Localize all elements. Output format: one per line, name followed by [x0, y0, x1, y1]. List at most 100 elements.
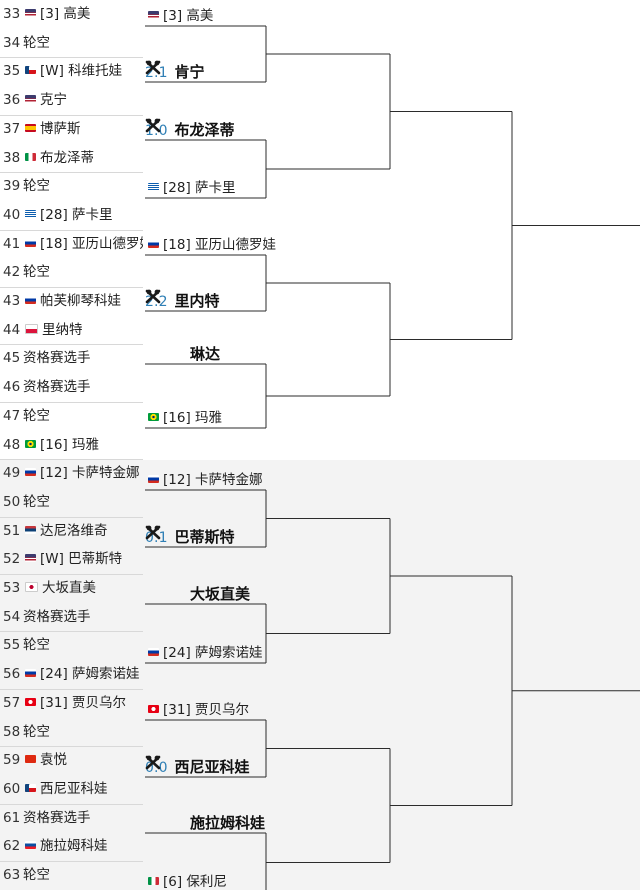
crossed-rackets-icon [145, 60, 161, 75]
round1-entry[interactable]: 48[16] 玛雅 [0, 431, 143, 459]
draw-position: 57 [3, 694, 21, 711]
player-name: 轮空 [23, 723, 50, 740]
round1-entry[interactable]: 62 施拉姆科娃 [0, 832, 143, 860]
round2-entry[interactable]: [12] 卡萨特金娜 [146, 467, 263, 493]
draw-position: 55 [3, 637, 21, 654]
flag-ru-icon [25, 296, 36, 304]
round1-entry[interactable]: 57 [31] 贾贝乌尔 [0, 689, 143, 717]
match-divider [0, 229, 143, 231]
match-divider [0, 401, 143, 403]
round1-entry[interactable]: 44 里纳特 [0, 316, 143, 344]
winner-name: 布龙泽蒂 [174, 121, 235, 139]
round2-entry[interactable]: [31] 贾贝乌尔 [146, 697, 249, 723]
flag-br-icon [25, 439, 36, 448]
player-name: [3] 高美 [163, 8, 214, 24]
draw-position: 42 [3, 264, 21, 281]
player-name: [24] 萨姆索诺娃 [40, 666, 140, 683]
winner-name: 巴蒂斯特 [174, 528, 235, 546]
draw-position: 37 [3, 120, 21, 137]
round2-entry[interactable]: [6] 保利尼 [146, 869, 227, 895]
draw-position: 49 [3, 465, 21, 482]
draw-position: 54 [3, 608, 21, 625]
player-name: 博萨斯 [40, 120, 81, 137]
draw-position: 44 [3, 321, 21, 338]
round1-entry[interactable]: 33[3] 高美 [0, 0, 143, 28]
draw-position: 56 [3, 666, 21, 683]
winner-name: 琳达 [190, 345, 221, 363]
match-result[interactable]: 施拉姆科娃 [190, 810, 265, 836]
draw-position: 50 [3, 493, 21, 510]
flag-gr-icon [148, 183, 159, 191]
player-name: 轮空 [23, 493, 50, 510]
player-name: 资格赛选手 [23, 809, 91, 826]
match-result[interactable]: 琳达 [190, 341, 220, 367]
flag-us-icon [25, 554, 36, 563]
player-name: [16] 玛雅 [40, 436, 100, 453]
player-name: 资格赛选手 [23, 608, 91, 625]
match-divider [0, 459, 143, 461]
round1-entry[interactable]: 41[18] 亚历山德罗娃 [0, 230, 143, 258]
round1-entry[interactable]: 35[W] 科维托娃 [0, 57, 143, 85]
round1-entry[interactable]: 40[28] 萨卡里 [0, 201, 143, 229]
player-name: [6] 保利尼 [163, 874, 227, 890]
player-name: 轮空 [23, 407, 50, 424]
flag-tn-icon [25, 697, 36, 706]
flag-ru-icon [148, 475, 159, 483]
round2-entry[interactable]: [16] 玛雅 [146, 405, 222, 431]
bottom-half-background [0, 460, 640, 890]
match-divider [0, 574, 143, 575]
player-name: [3] 高美 [40, 6, 91, 22]
round1-entry[interactable]: 56 [24] 萨姆索诺娃 [0, 660, 143, 688]
flag-jp-icon [25, 582, 38, 592]
crossed-rackets-icon [145, 118, 161, 133]
player-name: 里纳特 [42, 321, 83, 338]
draw-position: 36 [3, 92, 21, 109]
match-divider [0, 746, 143, 748]
round1-entry[interactable]: 52[W] 巴蒂斯特 [0, 545, 143, 573]
player-name: 轮空 [23, 637, 50, 654]
round1-entry[interactable]: 49 [12] 卡萨特金娜 [0, 459, 143, 487]
draw-position: 62 [3, 838, 21, 855]
round2-entry[interactable]: [18] 亚历山德罗娃 [146, 232, 276, 258]
round1-entry[interactable]: 37 博萨斯 [0, 115, 143, 143]
match-result[interactable]: 大坂直美 [190, 581, 250, 607]
flag-ru-icon [148, 240, 159, 248]
player-name: [31] 贾贝乌尔 [40, 694, 127, 711]
round2-entry[interactable]: [24] 萨姆索诺娃 [146, 640, 263, 666]
player-name: [12] 卡萨特金娜 [40, 465, 140, 482]
winner-name: 肯宁 [174, 63, 205, 81]
flag-cz-icon [25, 66, 36, 75]
flag-pl-icon [25, 323, 38, 334]
crossed-rackets-icon [145, 755, 161, 770]
draw-position: 58 [3, 723, 21, 740]
match-divider [0, 287, 143, 288]
player-name: 施拉姆科娃 [40, 838, 108, 855]
round2-entry[interactable]: [3] 高美 [146, 3, 213, 29]
round2-entry[interactable]: [28] 萨卡里 [146, 175, 236, 201]
